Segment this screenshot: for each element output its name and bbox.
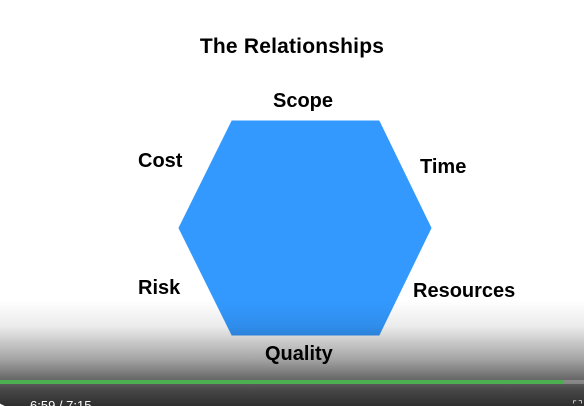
label-quality: Quality [265, 343, 333, 365]
label-risk: Risk [138, 277, 181, 299]
fullscreen-icon[interactable]: ⛶ [572, 398, 582, 406]
label-resources: Resources [413, 280, 516, 302]
play-icon[interactable]: ▶ [0, 398, 6, 406]
time-readout: 6:59 / 7:15 [30, 398, 92, 406]
label-cost: Cost [138, 150, 183, 172]
slide-title: The Relationships [199, 35, 385, 58]
progress-bar-fill [0, 380, 564, 384]
label-time: Time [420, 156, 467, 178]
label-scope: Scope [273, 90, 334, 112]
